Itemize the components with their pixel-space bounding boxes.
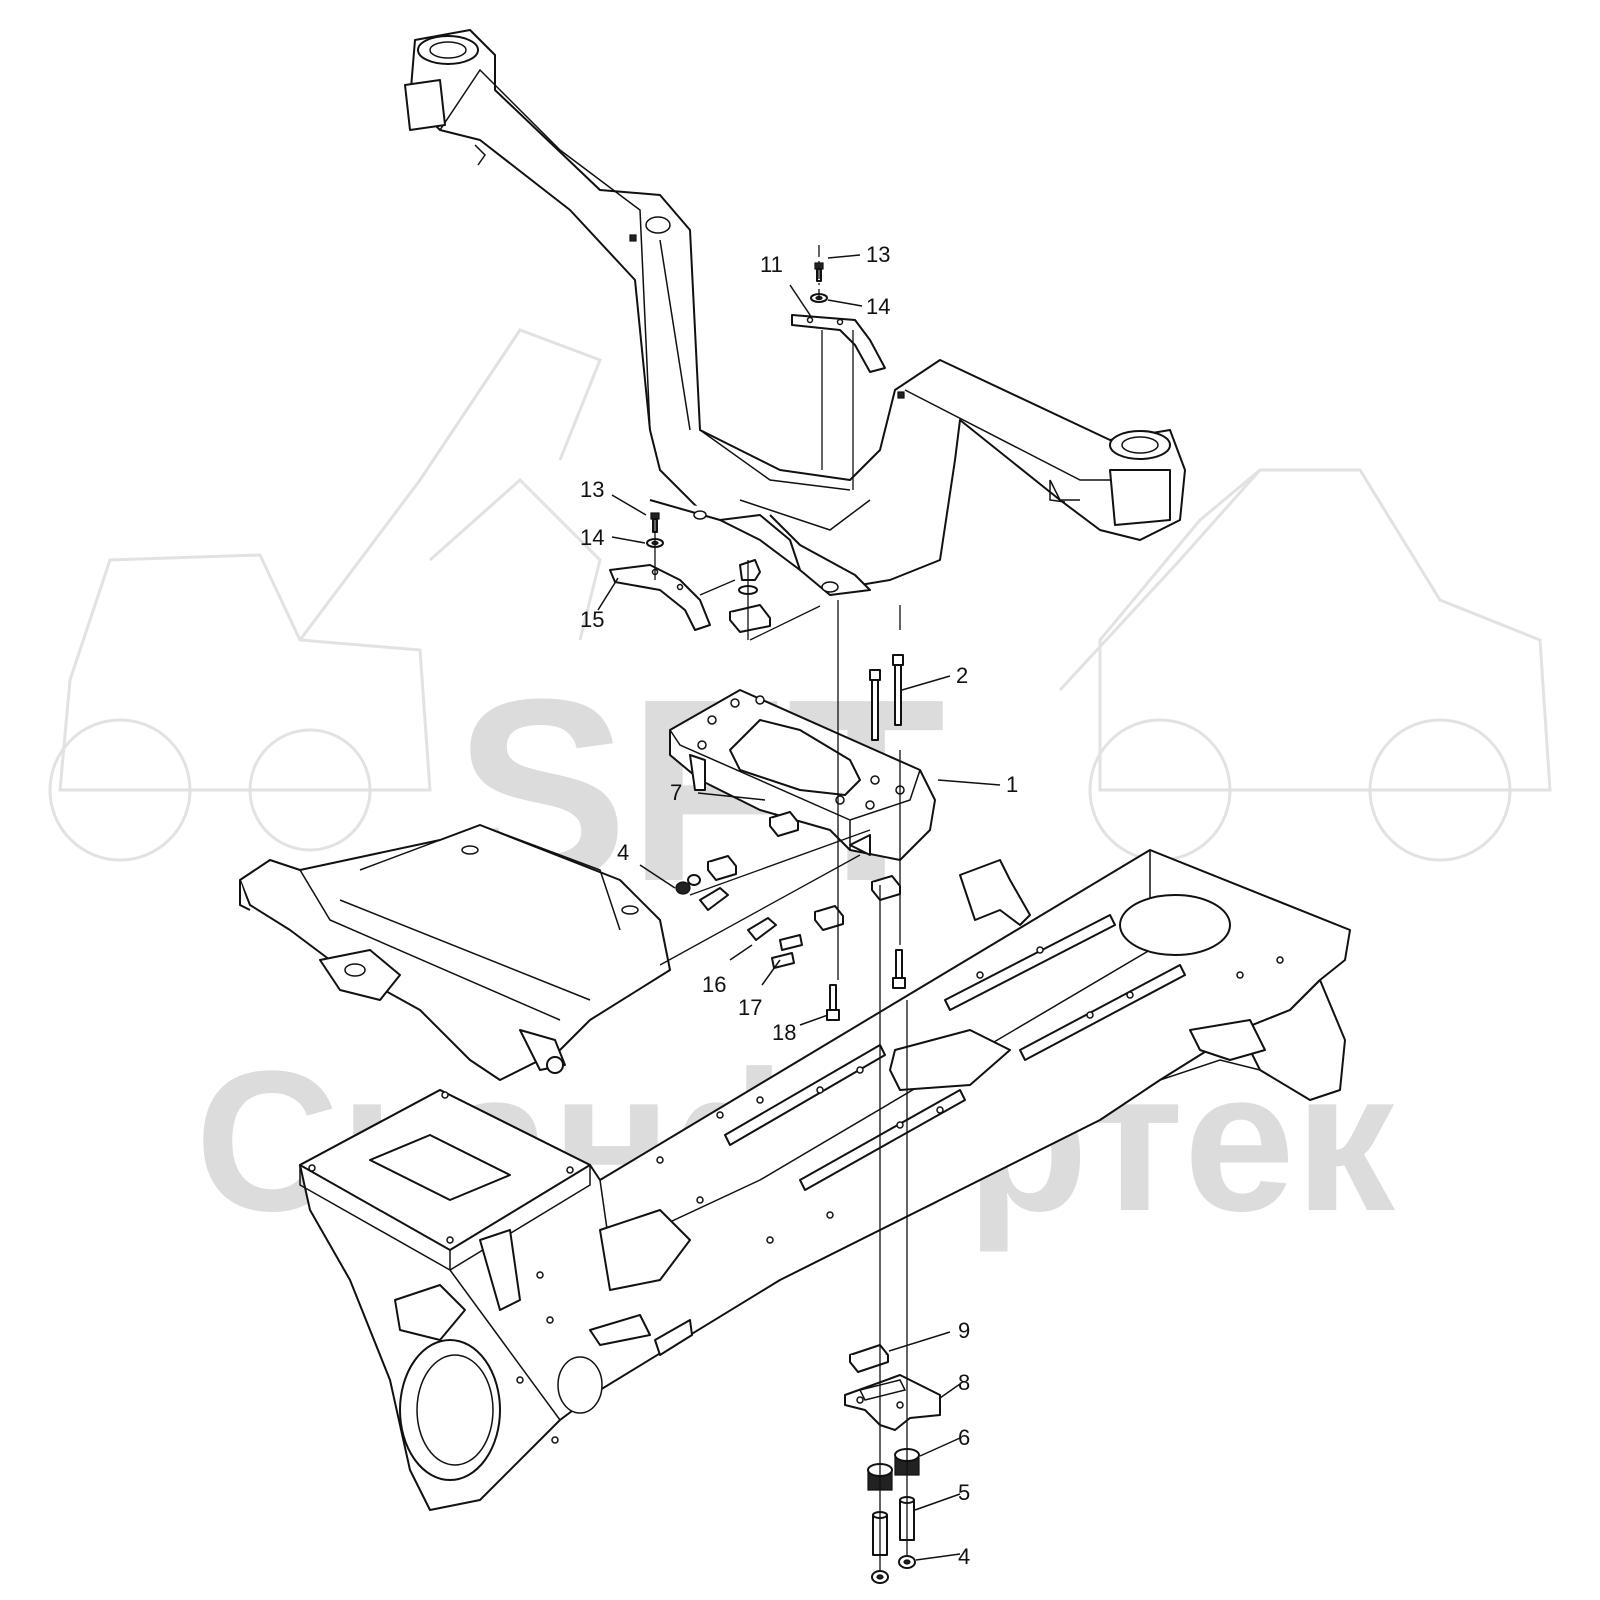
callout-17: 17	[738, 995, 762, 1020]
callout-15: 15	[580, 607, 604, 632]
callout-8: 8	[958, 1370, 970, 1395]
part-4-nuts-lower	[871, 1555, 916, 1584]
part-2-bolt-lower	[892, 949, 906, 989]
part-9-pad	[849, 1344, 889, 1373]
assembly-axes	[654, 245, 908, 1570]
leader-lines	[597, 254, 1001, 1561]
callout-13-upper: 13	[866, 242, 890, 267]
callout-13-lower: 13	[580, 477, 604, 502]
callout-9: 9	[958, 1318, 970, 1343]
part-17-short-bolts	[771, 934, 803, 969]
watermark-tractor-right-illustration	[1058, 468, 1552, 862]
callout-7: 7	[670, 780, 682, 805]
callout-5: 5	[958, 1480, 970, 1505]
callout-18: 18	[772, 1020, 796, 1045]
callout-4-upper: 4	[617, 840, 629, 865]
part-15-plate	[609, 564, 711, 631]
callout-16: 16	[702, 972, 726, 997]
callout-2: 2	[956, 663, 968, 688]
callout-1: 1	[1006, 772, 1018, 797]
callout-11: 11	[760, 252, 783, 277]
watermark-tractor-left-illustration	[48, 328, 602, 862]
callout-4-lower: 4	[958, 1544, 970, 1569]
part-16-link-plates	[699, 887, 777, 941]
part-18-bolt	[826, 984, 840, 1021]
main-chassis-frame	[299, 849, 1351, 1511]
callout-labels: 13 11 14 13 14 15 2 1 7 4 16 17 18 9 8 6…	[580, 242, 1018, 1569]
callout-14-lower: 14	[580, 525, 604, 550]
upper-subframe	[404, 29, 1186, 596]
part-6-rubber-mounts	[867, 1448, 920, 1491]
part-8-bracket	[844, 1374, 941, 1431]
part-7-rubber-blocks	[707, 811, 901, 931]
part-11-bracket	[791, 314, 886, 373]
battery-box-assembly	[239, 824, 671, 1081]
part-1-mounting-cradle	[669, 689, 936, 861]
part-4-nuts-upper	[675, 874, 701, 895]
callout-14-upper: 14	[866, 294, 890, 319]
part-2-long-bolts	[869, 654, 904, 741]
nut-washer-block-stack	[729, 559, 771, 633]
callout-6: 6	[958, 1425, 970, 1450]
part-5-sleeves	[872, 1496, 915, 1556]
